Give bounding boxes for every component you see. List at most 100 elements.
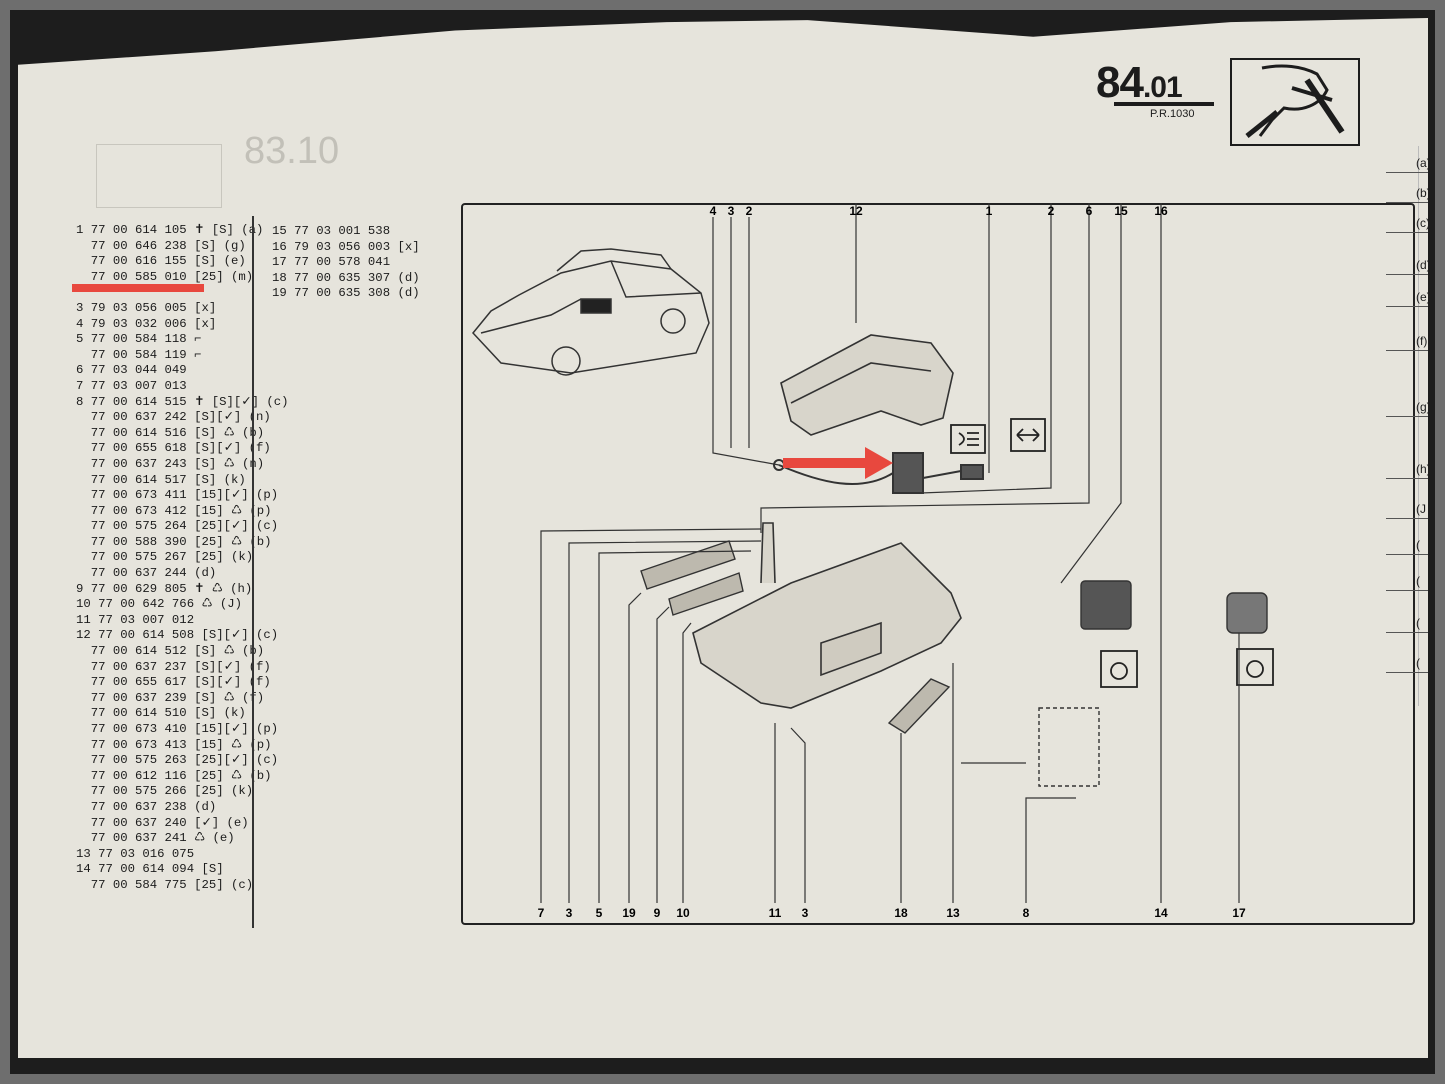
part-row: 5 77 00 584 118 ⌐ xyxy=(76,332,202,347)
callout-number: 9 xyxy=(654,906,661,920)
part-row: 15 77 03 001 538 xyxy=(272,224,391,238)
page-number-rule xyxy=(1114,102,1214,106)
part-row: 77 00 637 244 (d) xyxy=(76,566,217,581)
lamp-icon xyxy=(1100,650,1138,688)
part-row: 77 00 575 266 [25] (k) xyxy=(76,784,254,799)
callout-number: 3 xyxy=(566,906,573,920)
side-tab-label: (g) xyxy=(1416,400,1431,414)
part-row: 14 77 00 614 094 [S] xyxy=(76,862,224,877)
car-illustration xyxy=(472,248,710,376)
part-row: 12 77 00 614 508 [S][✓] (c) xyxy=(76,628,279,643)
part-row: 6 77 03 044 049 xyxy=(76,363,187,378)
part-row: 77 00 616 155 [S] (e) xyxy=(76,254,246,269)
column-divider xyxy=(252,216,254,928)
side-tab-label: ( xyxy=(1416,616,1420,630)
callout-number: 10 xyxy=(676,906,690,920)
double-arrow-icon xyxy=(1010,418,1046,452)
pad-parts xyxy=(640,540,951,734)
callout-number: 2 xyxy=(1048,204,1055,218)
side-tab-label: (e) xyxy=(1416,290,1431,304)
headlamp-icon xyxy=(950,424,986,454)
callout-number: 4 xyxy=(710,204,717,218)
screw-set-box xyxy=(1038,707,1100,787)
callout-number: 18 xyxy=(894,906,908,920)
side-tab-label: ( xyxy=(1416,538,1420,552)
callout-number: 13 xyxy=(946,906,960,920)
part-row: 77 00 614 516 [S] ♺ (b) xyxy=(76,425,265,440)
part-row: 19 77 00 635 308 (d) xyxy=(272,286,420,301)
callout-number: 7 xyxy=(538,906,545,920)
side-tab-label: ( xyxy=(1416,656,1420,670)
side-tab-label: (a) xyxy=(1416,156,1431,170)
callout-number: 5 xyxy=(596,906,603,920)
part-row: 77 00 575 263 [25][✓] (c) xyxy=(76,753,279,768)
part-row: 77 00 585 010 [25] (m) xyxy=(76,269,254,284)
side-tab-label: (c) xyxy=(1416,216,1430,230)
part-row: 17 77 00 578 041 xyxy=(272,255,391,270)
part-row: 9 77 00 629 805 ✝ ♺ (h) xyxy=(76,581,253,596)
part-row: 16 79 03 056 003 [x] xyxy=(272,239,420,254)
callout-number: 3 xyxy=(728,204,735,218)
part-row: 77 00 637 242 [S][✓] (n) xyxy=(76,410,271,425)
part-row: 77 00 575 264 [25][✓] (c) xyxy=(76,519,279,534)
part-row: 77 00 584 119 ⌐ xyxy=(76,347,202,362)
side-tab-label: (J xyxy=(1416,502,1426,516)
part-row: 77 00 575 267 [25] (k) xyxy=(76,550,254,565)
callout-number: 14 xyxy=(1154,906,1168,920)
part-row: 77 00 637 241 ♺ (e) xyxy=(76,831,235,846)
part-row: 77 00 673 412 [15] ♺ (p) xyxy=(76,503,272,518)
side-tab-label: (f) xyxy=(1416,334,1428,348)
part-row: 8 77 00 614 515 ✝ [S][✓] (c) xyxy=(76,394,289,409)
part-row: 77 00 673 411 [15][✓] (p) xyxy=(76,488,279,503)
part-row: 77 00 584 775 [25] (c) xyxy=(76,877,254,892)
steering-lever-icon xyxy=(1230,58,1360,146)
part-row: 77 00 655 618 [S][✓] (f) xyxy=(76,441,271,456)
part-row: 77 00 637 237 [S][✓] (f) xyxy=(76,659,271,674)
callout-number: 16 xyxy=(1154,204,1168,218)
part-row: 77 00 655 617 [S][✓] (f) xyxy=(76,675,271,690)
part-row: 11 77 03 007 012 xyxy=(76,612,195,627)
part-row: 77 00 673 413 [15] ♺ (p) xyxy=(76,737,272,752)
lower-tray-part xyxy=(692,522,962,709)
side-tab-label: (b) xyxy=(1416,186,1431,200)
part-row: 77 00 637 240 [✓] (e) xyxy=(76,815,249,830)
callout-number: 19 xyxy=(622,906,636,920)
part-row: 77 00 637 238 (d) xyxy=(76,799,217,814)
part-row: 7 77 03 007 013 xyxy=(76,378,187,393)
part-row: 77 00 637 243 [S] ♺ (n) xyxy=(76,456,265,471)
part-row: 4 79 03 032 006 [x] xyxy=(76,316,217,331)
part-row: 77 00 646 238 [S] (g) xyxy=(76,238,246,253)
side-tab-label: (d) xyxy=(1416,258,1431,272)
upper-cover-part xyxy=(780,334,954,436)
part-row: 77 00 614 517 [S] (k) xyxy=(76,472,246,487)
part-row: 1 77 00 614 105 ✝ [S] (a) xyxy=(76,223,264,237)
red-highlight-bar xyxy=(72,284,204,292)
part-row: 77 00 614 512 [S] ♺ (b) xyxy=(76,644,265,659)
page-number: 84.01 xyxy=(1096,58,1183,107)
right-switches xyxy=(1080,580,1268,634)
part-row: 77 00 673 410 [15][✓] (p) xyxy=(76,722,279,736)
part-row: 3 79 03 056 005 [x] xyxy=(76,300,217,315)
page-reference: P.R.1030 xyxy=(1150,108,1195,120)
parts-list-left: 1 77 00 614 105 ✝ [S] (a) 77 00 646 238 … xyxy=(76,223,288,894)
ghost-page-number: 83.10 xyxy=(244,130,340,172)
catalog-page: 83.10 84.01 P.R.1030 1 77 00 614 105 ✝ [… xyxy=(18,18,1428,1058)
callout-number: 6 xyxy=(1086,204,1093,218)
callout-number: 8 xyxy=(1023,906,1030,920)
callout-number: 15 xyxy=(1114,204,1128,218)
callout-number: 1 xyxy=(986,204,993,218)
callout-number: 12 xyxy=(849,204,863,218)
callout-number: 2 xyxy=(746,204,753,218)
callout-number: 17 xyxy=(1232,906,1246,920)
part-row: 77 00 614 510 [S] (k) xyxy=(76,706,246,721)
part-row: 77 00 637 239 [S] ♺ (f) xyxy=(76,690,265,705)
callout-number: 11 xyxy=(769,906,782,920)
part-row: 18 77 00 635 307 (d) xyxy=(272,270,420,285)
part-row: 10 77 00 642 766 ♺ (J) xyxy=(76,597,242,612)
side-tab-label: (h) xyxy=(1416,462,1431,476)
lamp-icon xyxy=(1236,648,1274,686)
